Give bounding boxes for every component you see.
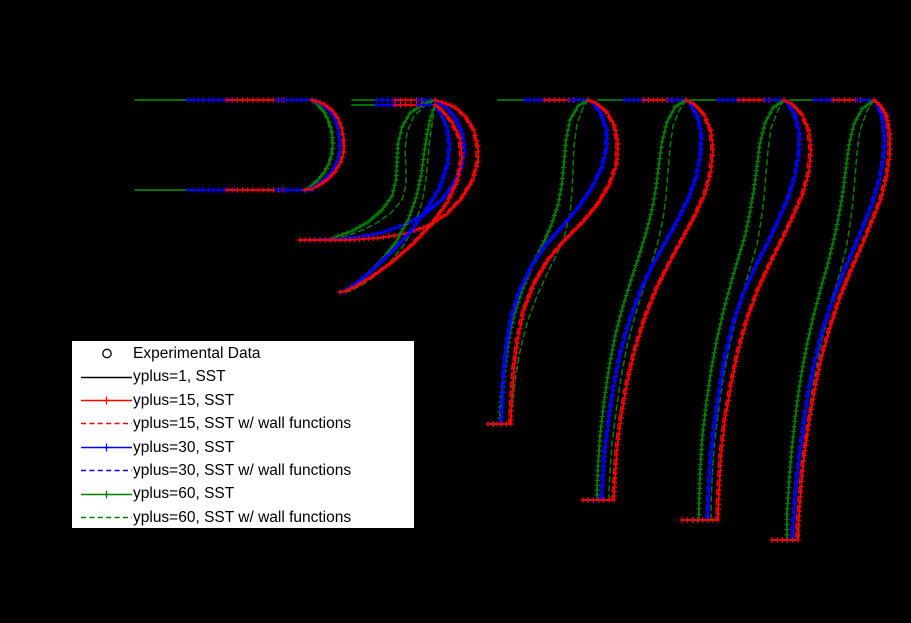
legend-entry[interactable]: yplus=15, SST <box>73 389 413 412</box>
station-2-yplus60 <box>299 99 436 241</box>
station-7-yplus30-markers <box>769 97 888 543</box>
legend-label: yplus=1, SST <box>133 368 226 386</box>
station-6-yplus30-wf <box>681 99 799 521</box>
legend-key-line-sample <box>77 412 133 435</box>
legend-key-marker-icon <box>77 342 133 365</box>
station-5-yplus60-wf <box>582 99 687 501</box>
station-3-yplus30-wf <box>339 104 449 293</box>
station-4-yplus15 <box>487 99 619 425</box>
station-2-yplus60-wf <box>299 99 436 241</box>
legend-entry[interactable]: yplus=1, SST <box>73 365 413 388</box>
station-4-yplus15-markers <box>485 97 621 427</box>
station-7-yplus15-markers <box>769 97 893 543</box>
legend-key-line-sample <box>77 483 133 506</box>
legend-box: Experimental Data yplus=1, SST yplus=15, S… <box>72 341 414 528</box>
station-4-yplus15-wf <box>487 99 617 425</box>
station-7-yplus60 <box>771 99 875 541</box>
legend-label: yplus=60, SST <box>133 485 235 503</box>
station-1-freestream-top-seg3-markers <box>274 97 315 103</box>
station-5-yplus60 <box>582 99 687 501</box>
legend-label: yplus=15, SST <box>133 391 235 409</box>
station-7-yplus60-markers <box>769 97 877 543</box>
legend-entry[interactable]: yplus=15, SST w/ wall functions <box>73 412 413 435</box>
station-3-yplus15 <box>339 104 463 293</box>
legend-label: yplus=30, SST <box>133 438 235 456</box>
legend-key-line-sample <box>77 459 133 482</box>
station-5-yplus30 <box>582 99 703 501</box>
legend-key-line-sample <box>77 366 133 389</box>
station-6-yplus60-markers <box>679 97 787 523</box>
station-3-yplus15-markers <box>337 102 465 295</box>
legend-key-line-sample <box>77 506 133 529</box>
legend-key-line-sample <box>77 436 133 459</box>
station-7-yplus15-wf <box>771 99 889 541</box>
legend-entry[interactable]: yplus=60, SST <box>73 482 413 505</box>
station-7-yplus60-wf <box>771 99 875 541</box>
station-6-yplus15-markers <box>679 97 814 523</box>
legend-label: Experimental Data <box>133 344 261 362</box>
legend-entry[interactable]: yplus=30, SST <box>73 436 413 459</box>
legend-label: yplus=30, SST w/ wall functions <box>133 461 352 479</box>
legend-key-line-sample <box>77 389 133 412</box>
station-3-yplus30-markers <box>337 102 453 295</box>
station-7-yplus30-wf <box>771 99 884 541</box>
legend-entry[interactable]: Experimental Data <box>73 342 413 365</box>
legend-entry[interactable]: yplus=30, SST w/ wall functions <box>73 459 413 482</box>
legend-entry[interactable]: yplus=60, SST w/ wall functions <box>73 506 413 529</box>
station-6-yplus15-wf <box>681 99 810 521</box>
station-5-yplus60-markers <box>580 97 689 503</box>
station-6-yplus60-wf <box>681 99 785 521</box>
station-1-yplus15-markers <box>302 97 347 193</box>
station-4-yplus60-wf <box>487 99 589 425</box>
legend-label: yplus=60, SST w/ wall functions <box>133 508 352 526</box>
station-5-yplus15-markers <box>580 97 716 503</box>
legend-label: yplus=15, SST w/ wall functions <box>133 415 352 433</box>
